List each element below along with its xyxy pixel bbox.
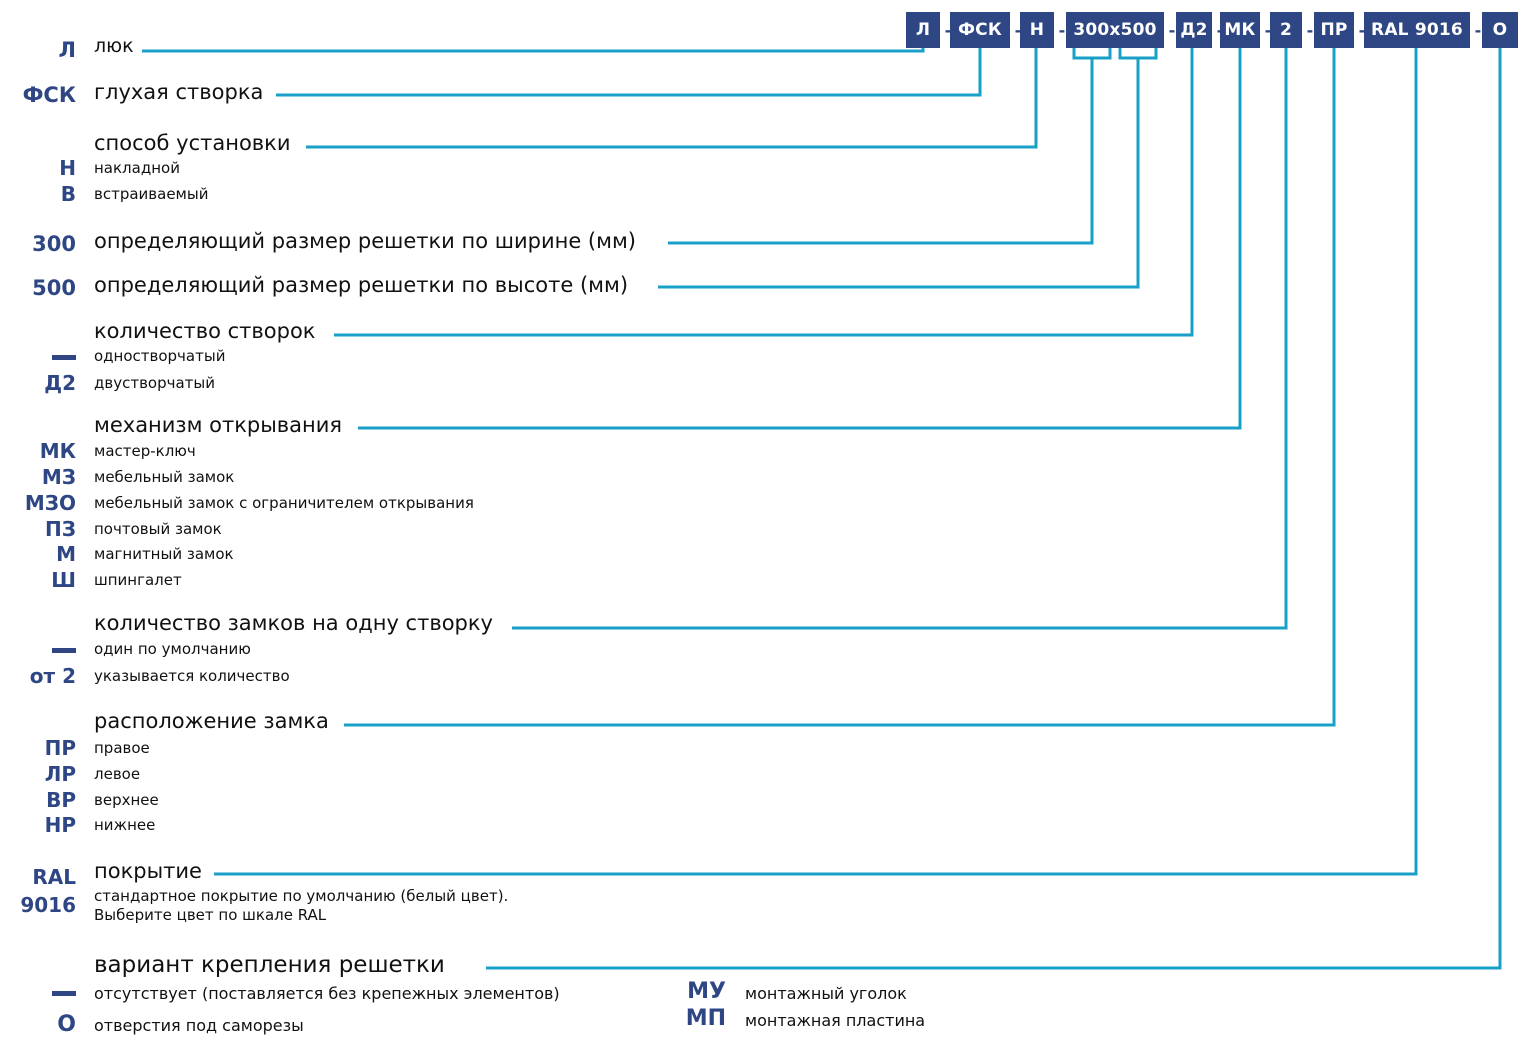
dash-mark bbox=[52, 648, 76, 653]
connector-mounting bbox=[306, 48, 1038, 149]
code-blind-sash: ФСК bbox=[22, 83, 76, 107]
heading-blind-sash: глухая створка bbox=[94, 80, 270, 104]
heading-fastening: вариант крепления решетки bbox=[94, 952, 451, 978]
separator: - bbox=[1264, 20, 1272, 40]
code-height: 500 bbox=[32, 276, 76, 300]
option-label: мастер-ключ bbox=[94, 442, 196, 460]
connector-coating bbox=[214, 48, 1418, 876]
code-option: МП bbox=[685, 1006, 726, 1031]
option-label: встраиваемый bbox=[94, 185, 209, 203]
option-label: двустворчатый bbox=[94, 374, 215, 392]
code-coating-ral: RAL bbox=[32, 865, 76, 889]
connector-lock-position bbox=[344, 48, 1336, 727]
code-box-mounting: Н bbox=[1020, 12, 1054, 48]
connector-fastening bbox=[486, 48, 1502, 970]
code-option: НР bbox=[44, 813, 76, 837]
code-option: МК bbox=[39, 439, 76, 463]
connector-blind-sash bbox=[276, 48, 982, 97]
code-box-lock-count: 2 bbox=[1270, 12, 1302, 48]
separator: - bbox=[944, 20, 952, 40]
connector-mechanism bbox=[358, 48, 1242, 430]
option-label: мебельный замок bbox=[94, 468, 235, 486]
option-label: одностворчатый bbox=[94, 347, 226, 365]
code-option: О bbox=[57, 1012, 76, 1037]
separator: - bbox=[1058, 20, 1066, 40]
option-label: нижнее bbox=[94, 816, 156, 834]
heading-sashes: количество створок bbox=[94, 319, 322, 343]
code-box-coating: RAL 9016 bbox=[1364, 12, 1470, 48]
code-box-mechanism: МК bbox=[1220, 12, 1260, 48]
option-label: правое bbox=[94, 739, 150, 757]
code-option: МЗО bbox=[24, 491, 76, 515]
heading-lock-position: расположение замка bbox=[94, 709, 335, 733]
code-option: ЛР bbox=[44, 762, 76, 786]
option-label: монтажный уголок bbox=[745, 984, 907, 1003]
code-option: от 2 bbox=[29, 664, 76, 688]
separator: - bbox=[1212, 12, 1228, 48]
option-label: левое bbox=[94, 765, 141, 783]
code-hatch: Л bbox=[58, 38, 76, 62]
option-label: указывается количество bbox=[94, 667, 290, 685]
code-option: Ш bbox=[51, 568, 76, 592]
connector-height bbox=[658, 58, 1140, 289]
option-label: один по умолчанию bbox=[94, 640, 251, 658]
connector-sashes bbox=[334, 48, 1194, 337]
code-option: Н bbox=[59, 156, 76, 180]
code-option: МУ bbox=[687, 979, 726, 1004]
option-label: отсутствует (поставляется без крепежных … bbox=[94, 984, 560, 1003]
code-box-size: 300x500 bbox=[1066, 12, 1164, 48]
separator: - bbox=[1014, 20, 1022, 40]
separator: - bbox=[1168, 20, 1176, 40]
heading-width: определяющий размер решетки по ширине (м… bbox=[94, 229, 643, 253]
option-label: мебельный замок с ограничителем открыван… bbox=[94, 494, 474, 512]
heading-lock-count: количество замков на одну створку bbox=[94, 611, 499, 635]
code-option: М bbox=[56, 542, 76, 566]
code-option: ПЗ bbox=[45, 517, 76, 541]
heading-mechanism: механизм открывания bbox=[94, 413, 349, 437]
separator: - bbox=[1474, 20, 1482, 40]
code-option: ВР bbox=[46, 788, 76, 812]
code-box-hatch: Л bbox=[906, 12, 940, 48]
option-label: магнитный замок bbox=[94, 545, 234, 563]
heading-hatch: люк bbox=[94, 35, 140, 57]
connector-lock-count bbox=[512, 48, 1288, 630]
code-option: МЗ bbox=[41, 465, 76, 489]
width-bracket bbox=[1072, 48, 1112, 60]
height-bracket bbox=[1118, 48, 1158, 60]
dash-mark bbox=[52, 991, 76, 996]
code-option: В bbox=[60, 182, 76, 206]
code-box-sashes: Д2 bbox=[1176, 12, 1212, 48]
code-coating-number: 9016 bbox=[20, 893, 76, 917]
coating-description-2: Выберите цвет по шкале RAL bbox=[94, 906, 327, 924]
separator: - bbox=[1306, 20, 1314, 40]
heading-height: определяющий размер решетки по высоте (м… bbox=[94, 273, 635, 297]
separator: - bbox=[1358, 20, 1366, 40]
option-label: отверстия под саморезы bbox=[94, 1016, 304, 1035]
option-label: монтажная пластина bbox=[745, 1011, 926, 1030]
code-box-blind-sash: ФСК bbox=[950, 12, 1010, 48]
connector-width bbox=[668, 58, 1094, 245]
code-box-fastening: О bbox=[1482, 12, 1518, 48]
code-option: ПР bbox=[44, 736, 76, 760]
option-label: накладной bbox=[94, 159, 180, 177]
heading-coating: покрытие bbox=[94, 859, 208, 883]
code-width: 300 bbox=[32, 232, 76, 256]
option-label: шпингалет bbox=[94, 571, 182, 589]
dash-mark bbox=[52, 355, 76, 360]
coating-description: стандартное покрытие по умолчанию (белый… bbox=[94, 887, 509, 905]
code-box-lock-position: ПР bbox=[1314, 12, 1354, 48]
option-label: верхнее bbox=[94, 791, 159, 809]
code-option: Д2 bbox=[44, 371, 76, 395]
option-label: почтовый замок bbox=[94, 520, 222, 538]
connector-hatch bbox=[142, 48, 925, 53]
heading-mounting: способ установки bbox=[94, 131, 297, 155]
